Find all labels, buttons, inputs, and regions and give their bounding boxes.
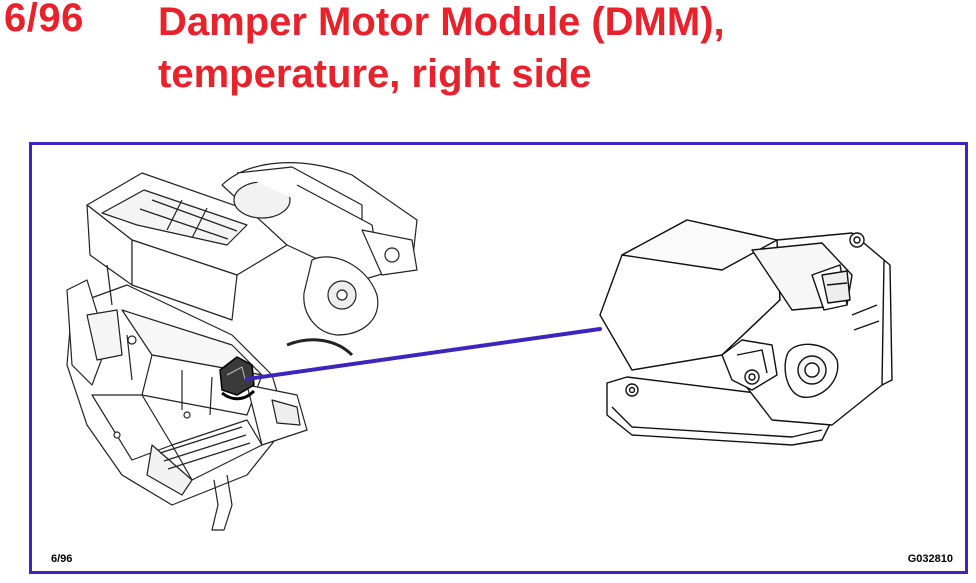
page-number: 6/96	[4, 0, 84, 40]
title-line-1: Damper Motor Module (DMM),	[158, 0, 725, 44]
page-title: Damper Motor Module (DMM), temperature, …	[158, 0, 725, 100]
damper-motor-module-icon	[599, 219, 893, 446]
leader-line	[245, 327, 602, 381]
hvac-heater-housing-icon	[66, 162, 418, 531]
figure-footer-page-ref: 6/96	[51, 553, 73, 565]
illustration-canvas	[66, 162, 893, 531]
title-line-2: temperature, right side	[158, 52, 592, 96]
dmm-location-marker-icon	[219, 356, 256, 401]
illustration-frame: 6/96 G032810	[29, 142, 968, 574]
figure-footer-graphic-id: G032810	[907, 553, 953, 565]
